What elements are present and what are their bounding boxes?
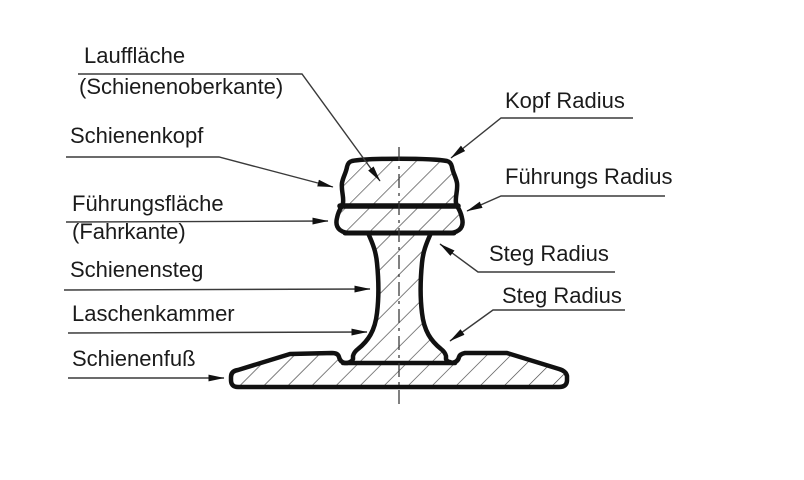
label-schienenkopf: Schienenkopf — [70, 123, 204, 148]
leader-steg-radius-oben — [439, 243, 615, 273]
leader-schienenkopf — [66, 156, 334, 188]
label-steg-radius-unten: Steg Radius — [502, 283, 622, 308]
label-kopf-radius: Kopf Radius — [505, 88, 625, 113]
rail-outline — [228, 156, 570, 390]
leader-fuehrungsflaeche — [65, 217, 329, 225]
leader-laschenkammer — [67, 328, 368, 336]
label-laufflaeche: Lauffläche — [84, 43, 186, 68]
label-laschenkammer: Laschenkammer — [72, 301, 235, 326]
leader-fuehrungs-radius — [466, 195, 665, 212]
label-fuehrungs-radius: Führungs Radius — [505, 164, 673, 189]
label-schienenfuss: Schienenfuß — [72, 346, 196, 371]
label-fuehrungsflaeche: Führungsfläche — [72, 191, 224, 216]
leader-laufflaeche — [78, 73, 381, 182]
label-schienensteg: Schienensteg — [70, 257, 204, 282]
leader-steg-radius-unten — [449, 309, 625, 342]
label-steg-radius-oben: Steg Radius — [489, 241, 609, 266]
leader-kopf-radius — [450, 117, 633, 159]
label-schienenoberkante: (Schienenoberkante) — [79, 74, 284, 99]
leader-schienensteg — [63, 285, 371, 293]
label-fahrkante: (Fahrkante) — [72, 219, 186, 244]
